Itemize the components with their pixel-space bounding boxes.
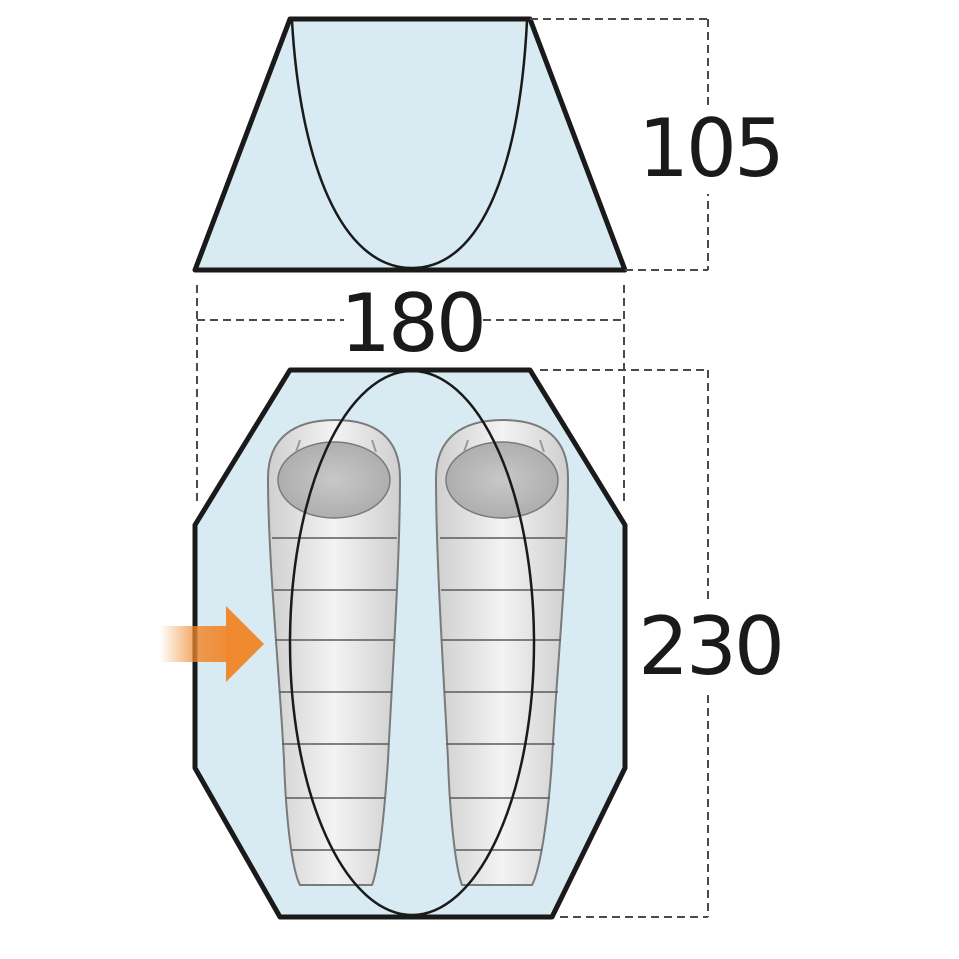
length-label: 230 (638, 600, 782, 693)
tent-floor-plan (192, 367, 628, 920)
tent-front-view (192, 16, 628, 273)
tent-front-body (192, 16, 628, 273)
entrance-arrow-icon (160, 606, 264, 682)
width-label: 180 (340, 277, 484, 370)
sleeping-bag-icon (266, 418, 402, 886)
length-dimension: 230 (540, 369, 785, 918)
sleeping-bag-icon (434, 418, 570, 886)
inner-tent-outline (288, 369, 536, 917)
tent-door-outline (290, 20, 529, 270)
height-dimension: 105 (530, 18, 785, 271)
width-dimension: 180 (196, 277, 625, 503)
height-label: 105 (638, 102, 782, 195)
